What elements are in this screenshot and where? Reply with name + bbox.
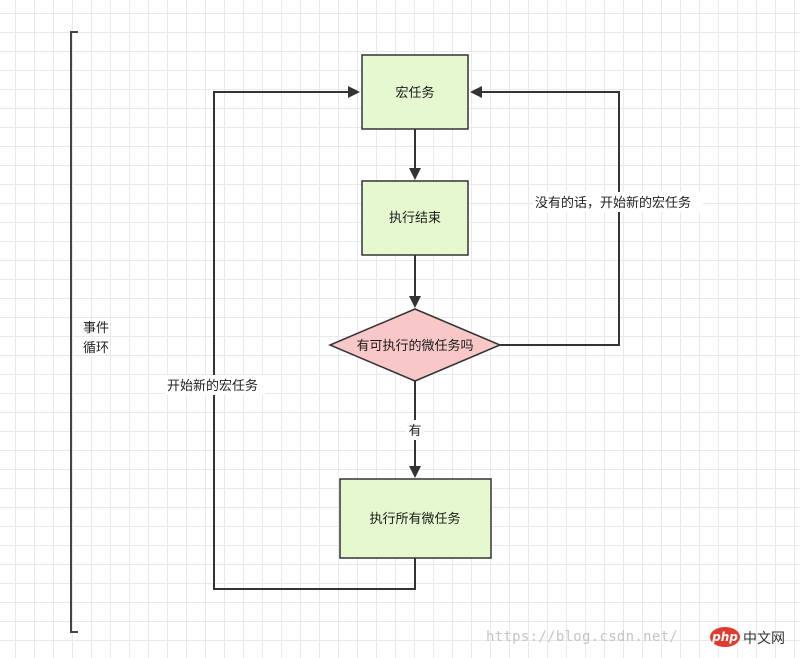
macro-task-label: 宏任务 [395,85,434,101]
exec-end-node [361,180,469,256]
macro-task-node [361,54,469,130]
bracket-label-line1: 事件 [83,321,109,336]
edge-restart-to-macro [213,86,416,590]
exec-end-label: 执行结束 [389,211,441,226]
yes-branch-label: 有 [408,424,421,439]
restart-label-bg [165,375,265,395]
php-site-text: 中文网 [743,631,785,647]
no-branch-label: 没有的话，开始新的宏任务 [535,195,691,211]
has-micro-label: 有可执行的微任务吗 [356,338,473,354]
event-loop-bracket [70,31,78,633]
watermark-url: https://blog.csdn.net/ [486,629,679,645]
no-branch-label-bg [533,192,703,212]
yes-label-bg [406,420,424,440]
php-logo-icon: php [710,627,740,647]
edge-no-to-macro [470,86,620,346]
exec-all-micro-label: 执行所有微任务 [369,511,460,527]
restart-label: 开始新的宏任务 [167,378,258,394]
bracket-label-line2: 循环 [83,341,109,356]
